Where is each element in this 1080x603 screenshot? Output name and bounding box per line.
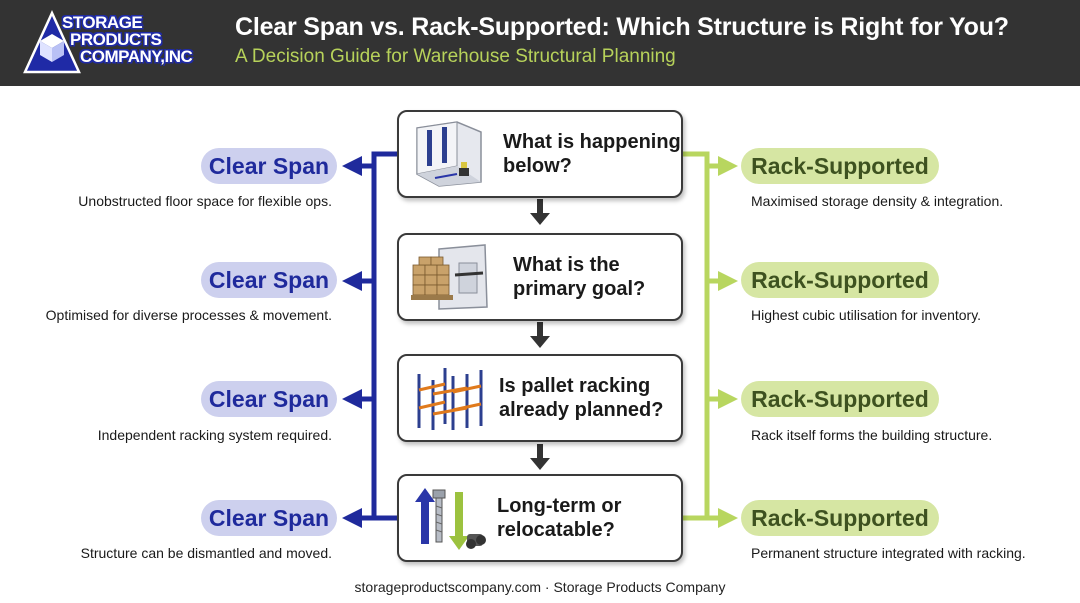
page-title: Clear Span vs. Rack-Supported: Which Str… [235, 13, 1009, 41]
bolt-and-arrows-icon [415, 488, 486, 550]
rack-supported-desc-4: Permanent structure integrated with rack… [751, 545, 1026, 561]
question-2-text: What is the primary goal? [513, 254, 646, 300]
question-4-text: Long-term or relocatable? [497, 495, 622, 541]
clear-span-pill-3: Clear Span [201, 381, 337, 417]
logo-line-3: COMPANY,INC [80, 47, 193, 66]
rack-supported-connectors [683, 151, 738, 528]
clear-span-desc-3: Independent racking system required. [97, 427, 332, 443]
clear-span-pill-4: Clear Span [201, 500, 337, 536]
warehouse-forklift-icon [416, 121, 482, 187]
header-bar: STORAGE PRODUCTS COMPANY,INC Clear Span … [0, 0, 1080, 86]
clear-span-connectors [342, 151, 397, 528]
question-box-3: Is pallet racking already planned? [397, 354, 683, 442]
clear-span-desc-4: Structure can be dismantled and moved. [80, 545, 332, 561]
pallet-boxes-icon [411, 244, 488, 310]
pallet-racking-icon [417, 368, 483, 430]
page-subtitle: A Decision Guide for Warehouse Structura… [235, 46, 676, 67]
footer-credit: storageproductscompany.com · Storage Pro… [354, 579, 726, 595]
question-box-2: What is the primary goal? [397, 233, 683, 321]
rack-supported-desc-1: Maximised storage density & integration. [751, 193, 1004, 209]
logo-line-2: PRODUCTS [70, 30, 162, 49]
clear-span-pill-2: Clear Span [201, 262, 337, 298]
down-arrows [530, 199, 550, 470]
clear-span-pill-1: Clear Span [201, 148, 337, 184]
question-box-1: What is happening below? [397, 110, 683, 198]
logo-line-1: STORAGE [62, 13, 143, 32]
cube-logo-icon [23, 10, 81, 74]
question-1-text: What is happening below? [503, 131, 681, 177]
clear-span-desc-2: Optimised for diverse processes & moveme… [45, 307, 332, 323]
question-3-text: Is pallet racking already planned? [499, 375, 664, 421]
question-box-4: Long-term or relocatable? [397, 474, 683, 562]
rack-supported-desc-3: Rack itself forms the building structure… [751, 427, 993, 443]
company-logo: STORAGE PRODUCTS COMPANY,INC [22, 10, 212, 76]
rack-supported-pill-4: Rack-Supported [741, 500, 939, 536]
clear-span-desc-1: Unobstructed floor space for flexible op… [78, 193, 332, 209]
rack-supported-pill-3: Rack-Supported [741, 381, 939, 417]
rack-supported-desc-2: Highest cubic utilisation for inventory. [751, 307, 982, 323]
rack-supported-pill-1: Rack-Supported [741, 148, 939, 184]
rack-supported-pill-2: Rack-Supported [741, 262, 939, 298]
